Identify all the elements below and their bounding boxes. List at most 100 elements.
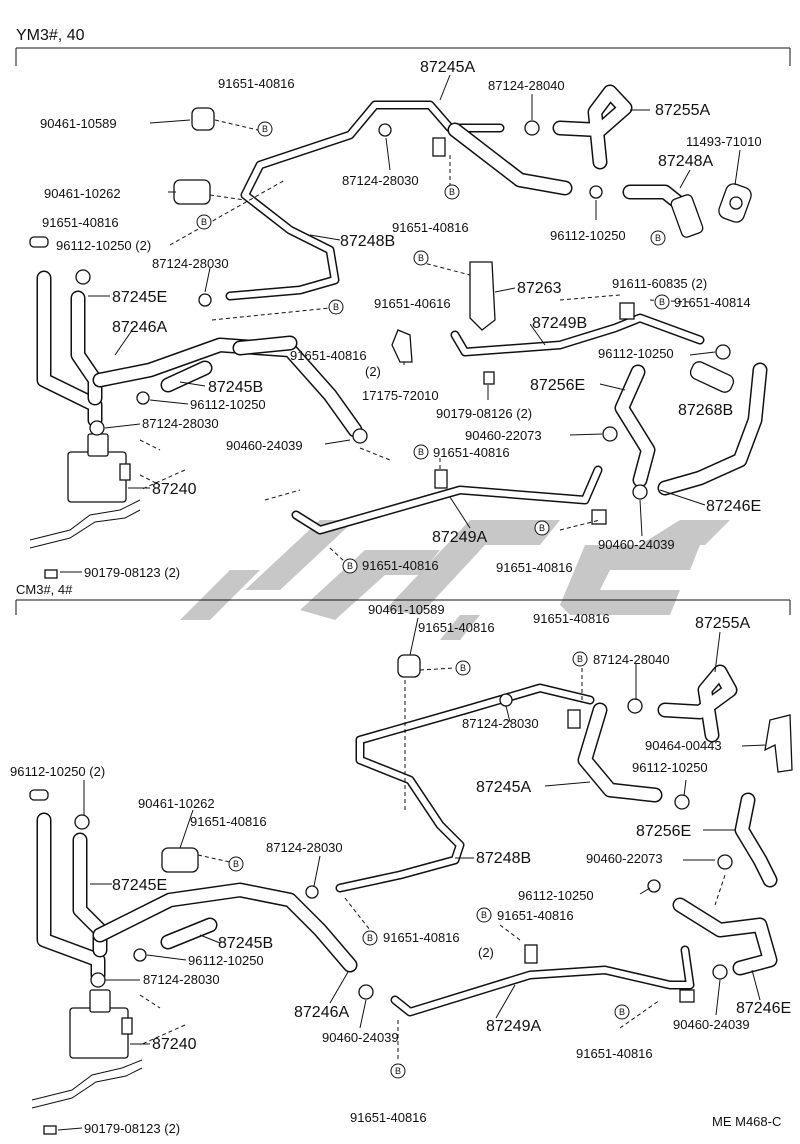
clamp-icon	[89, 420, 105, 436]
bolt-symbol-icon: B	[534, 520, 550, 536]
part-label: 87124-28030	[142, 416, 219, 431]
clamp-icon	[632, 484, 648, 500]
clamp-icon	[712, 964, 728, 980]
part-label: 90461-10262	[138, 796, 215, 811]
clip-90461-10589	[191, 107, 215, 131]
bottom-labels: 90461-10589 91651-40816 91651-40816 8725…	[10, 602, 791, 1136]
bolt-symbol-icon: B	[455, 660, 471, 676]
part-label: 87246E	[706, 498, 761, 515]
part-label: 96112-10250	[598, 346, 674, 361]
part-label: 96112-10250	[518, 888, 594, 903]
svg-text:B: B	[262, 124, 268, 134]
bottom-guide-lines	[139, 667, 726, 1060]
part-label: 87124-28030	[462, 716, 539, 731]
bracket-icon	[434, 469, 448, 489]
part-label: (2)	[365, 364, 381, 379]
bolt-symbol-icon: B	[228, 856, 244, 872]
svg-text:B: B	[577, 654, 583, 664]
svg-text:B: B	[347, 561, 353, 571]
part-label: 87240	[152, 481, 197, 498]
bolt-symbol-icon: B	[444, 184, 460, 200]
clamp-icon	[524, 120, 540, 136]
part-label: 87255A	[695, 615, 750, 632]
bolt-symbol-icon: B	[614, 1004, 630, 1020]
part-label: 91651-40814	[674, 295, 751, 310]
svg-text:B: B	[333, 302, 339, 312]
bracket-icon	[591, 509, 607, 525]
part-label: 87245A	[476, 779, 531, 796]
flange-87248A	[670, 194, 704, 238]
bolt-symbol-icon: B	[328, 299, 344, 315]
part-label: 91651-40816	[350, 1110, 427, 1125]
part-label: 90179-08126 (2)	[436, 406, 532, 421]
bolt-symbol-icon: B	[362, 930, 378, 946]
clamp-icon	[499, 693, 513, 707]
bolt-symbol-icon: B	[196, 214, 212, 230]
part-label: 90461-10589	[40, 116, 117, 131]
gasket-17175	[391, 329, 413, 363]
bracket-90464	[764, 714, 793, 773]
part-label: 87124-28030	[152, 256, 229, 271]
bolt-symbol-icon: B	[650, 230, 666, 246]
clamp-icon	[589, 185, 603, 199]
part-label: 96112-10250 (2)	[10, 764, 105, 779]
bolt-symbol-icon: B	[572, 651, 588, 667]
bolt-symbol-icon: B	[342, 558, 358, 574]
bracket-icon	[432, 137, 446, 157]
clamp-icon	[305, 885, 319, 899]
part-label: 87249B	[532, 315, 587, 332]
part-label: 87245A	[420, 59, 475, 76]
part-label: 90460-22073	[465, 428, 542, 443]
part-label: 91651-40816	[418, 620, 495, 635]
part-label: 96112-10250	[190, 397, 266, 412]
svg-text:B: B	[233, 859, 239, 869]
bolt-symbol-icon: B	[476, 907, 492, 923]
svg-text:B: B	[418, 447, 424, 457]
bolt-symbol-icon: B	[390, 1063, 406, 1079]
bottom-bolt-symbols: B B B B B B B	[228, 651, 630, 1079]
part-label: 11493-71010	[686, 134, 762, 149]
bottom-leader-lines	[57, 617, 766, 1131]
svg-text:B: B	[449, 187, 455, 197]
part-label: 87248B	[340, 233, 395, 250]
footer-code: ME M468-C	[712, 1114, 781, 1129]
part-label: 91651-40616	[374, 296, 451, 311]
part-label: 90460-24039	[322, 1030, 399, 1045]
section-title-bottom: CM3#, 4#	[16, 582, 73, 597]
part-label: 91651-40816	[42, 215, 119, 230]
part-label: 87255A	[655, 102, 710, 119]
part-label: 87268B	[678, 402, 733, 419]
part-label: 17175-72010	[362, 388, 439, 403]
bolt-symbol-icon: B	[654, 294, 670, 310]
part-label: 87248A	[658, 153, 713, 170]
part-label: 91651-40816	[290, 348, 367, 363]
section-title-top: YM3#, 40	[16, 27, 85, 44]
svg-text:B: B	[655, 233, 661, 243]
part-label: 91651-40816	[496, 560, 573, 575]
clamp-icon	[29, 789, 49, 801]
clamp-icon	[352, 428, 368, 444]
part-label: 87124-28040	[593, 652, 670, 667]
part-label: 87245E	[112, 877, 167, 894]
part-label: 91651-40816	[433, 445, 510, 460]
bolt-icon	[44, 569, 58, 579]
part-label: 87124-28040	[488, 78, 565, 93]
clamp-icon	[136, 391, 150, 405]
top-assembly	[29, 84, 768, 579]
top-bolt-symbols: B B B B B B B B B B	[196, 121, 670, 574]
clamp-icon	[715, 344, 731, 360]
part-label: 87256E	[636, 823, 691, 840]
part-label: 90460-24039	[673, 1017, 750, 1032]
part-label: 87248B	[476, 850, 531, 867]
part-label: 90464-00443	[645, 738, 722, 753]
svg-text:B: B	[659, 297, 665, 307]
part-label: 90179-08123 (2)	[84, 565, 180, 580]
clamp-icon	[627, 698, 643, 714]
bottom-assembly	[29, 654, 793, 1135]
svg-text:B: B	[460, 663, 466, 673]
hose-87268B	[689, 361, 735, 393]
part-label: 90179-08123 (2)	[84, 1121, 180, 1136]
part-label: 91651-40816	[392, 220, 469, 235]
part-label: 87256E	[530, 377, 585, 394]
bolt-icon	[483, 371, 495, 385]
